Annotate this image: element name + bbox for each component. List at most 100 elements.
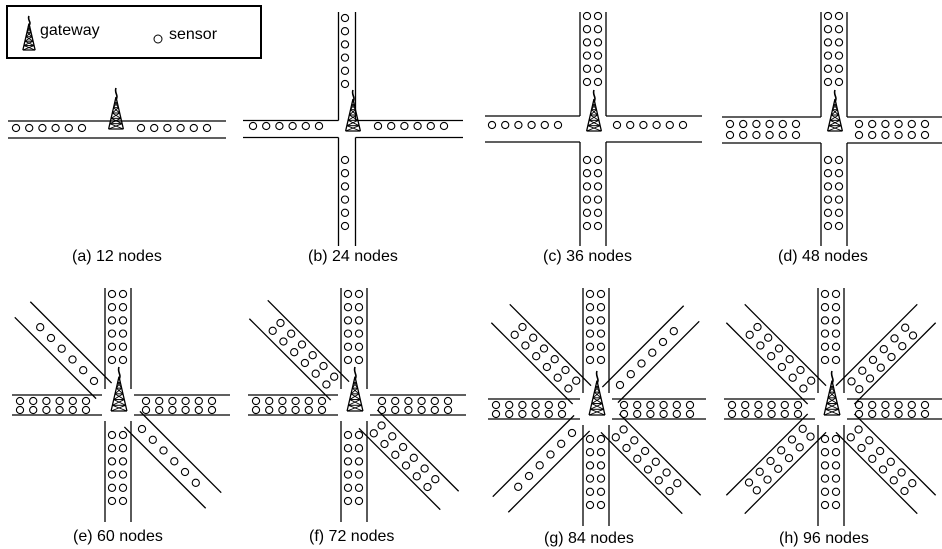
sensor-node xyxy=(894,130,903,140)
sensor-node xyxy=(854,400,864,410)
sensor-node xyxy=(340,182,350,191)
sensor-node xyxy=(207,396,217,406)
sensor-node xyxy=(823,11,833,21)
sensor-node xyxy=(251,405,261,415)
sensor-node xyxy=(834,11,844,21)
gateway-legend-icon xyxy=(22,15,36,51)
sensor-node xyxy=(764,333,773,342)
sensor-node xyxy=(820,303,830,312)
sensor-node xyxy=(868,409,877,419)
sensor-node xyxy=(291,405,300,415)
sensor-node xyxy=(766,456,775,466)
sensor-node xyxy=(685,400,695,410)
sensor-node xyxy=(340,208,350,217)
road-edge xyxy=(618,413,702,496)
sensor-node xyxy=(820,500,830,510)
sensor-node xyxy=(55,396,64,406)
sensor-node xyxy=(343,470,353,479)
sensor-node xyxy=(535,461,544,470)
sensor-node xyxy=(820,342,830,351)
sensor-node xyxy=(290,348,299,357)
sensor-node xyxy=(207,405,217,415)
sensor-node xyxy=(64,123,73,133)
sensor-node xyxy=(510,330,519,339)
sensor-node xyxy=(317,396,327,406)
sensor-node xyxy=(582,221,592,231)
sensor-node xyxy=(377,421,386,430)
road-edge xyxy=(358,427,441,511)
sensor-node xyxy=(778,119,787,129)
sensor-node xyxy=(585,342,595,351)
sensor-node xyxy=(593,155,603,165)
sensor-node xyxy=(430,396,439,406)
sensor-node xyxy=(553,120,563,130)
sensor-node xyxy=(546,450,555,459)
sensor-node xyxy=(619,409,629,419)
panel-h-96-nodes xyxy=(724,288,942,526)
sensor-node xyxy=(646,409,655,419)
sensor-node xyxy=(774,344,784,353)
road-edge xyxy=(248,318,332,401)
sensor-node xyxy=(431,475,440,484)
sensor-node xyxy=(557,409,567,419)
sensor-node xyxy=(582,11,592,21)
sensor-node xyxy=(343,457,353,466)
sensor-node xyxy=(611,433,620,442)
sensor-node xyxy=(354,329,364,338)
sensor-node xyxy=(354,457,364,466)
sensor-node xyxy=(612,120,622,130)
sensor-node xyxy=(785,355,794,364)
sensor-node xyxy=(665,120,674,130)
sensor-node xyxy=(823,64,833,73)
sensor-node xyxy=(727,400,737,410)
sensor-node xyxy=(340,79,350,89)
sensor-node xyxy=(46,333,56,343)
sensor-node xyxy=(673,479,682,488)
sensor-node xyxy=(875,446,885,456)
sensor-node xyxy=(107,316,117,325)
sensor-node xyxy=(521,341,530,350)
sensor-node xyxy=(753,322,762,332)
sensor-node xyxy=(831,461,841,470)
sensor-node xyxy=(251,396,261,406)
sensor-node xyxy=(593,38,603,47)
sensor-node xyxy=(265,396,274,406)
sensor-node xyxy=(626,120,635,130)
sensor-node xyxy=(542,362,552,372)
sensor-node xyxy=(890,334,899,343)
sensor-node xyxy=(820,329,830,338)
sensor-node xyxy=(288,121,297,131)
sensor-node xyxy=(443,405,453,415)
road-edge xyxy=(139,410,222,494)
sensor-node xyxy=(354,342,364,351)
sensor-node xyxy=(585,461,595,470)
sensor-node xyxy=(354,316,364,325)
sensor-node xyxy=(319,361,328,371)
sensor-node xyxy=(29,396,38,406)
gateway-tower-icon xyxy=(22,15,36,51)
sensor-node xyxy=(89,376,99,386)
sensor-node xyxy=(920,400,930,410)
sensor-node xyxy=(413,121,422,131)
caption-a: (a) 12 nodes xyxy=(72,248,162,265)
sensor-node xyxy=(633,454,642,463)
sensor-node xyxy=(630,436,639,445)
sensor-node xyxy=(439,121,449,131)
sensor-node xyxy=(639,120,648,130)
sensor-node xyxy=(42,405,51,415)
sensor-node xyxy=(894,400,903,410)
sensor-node xyxy=(107,289,117,299)
sensor-node xyxy=(505,409,514,419)
road-edge xyxy=(835,431,918,515)
sensor-node xyxy=(118,496,128,506)
sensor-node xyxy=(564,384,573,393)
caption-f: (f) 72 nodes xyxy=(309,528,394,545)
sensor-node xyxy=(391,450,400,459)
sensor-node xyxy=(823,51,833,60)
sensor-node xyxy=(678,120,688,130)
sensor-node xyxy=(118,430,128,440)
sensor-node xyxy=(163,123,172,133)
sensor-node xyxy=(901,323,910,332)
sensor-node xyxy=(767,352,776,361)
sensor-node xyxy=(531,409,540,419)
